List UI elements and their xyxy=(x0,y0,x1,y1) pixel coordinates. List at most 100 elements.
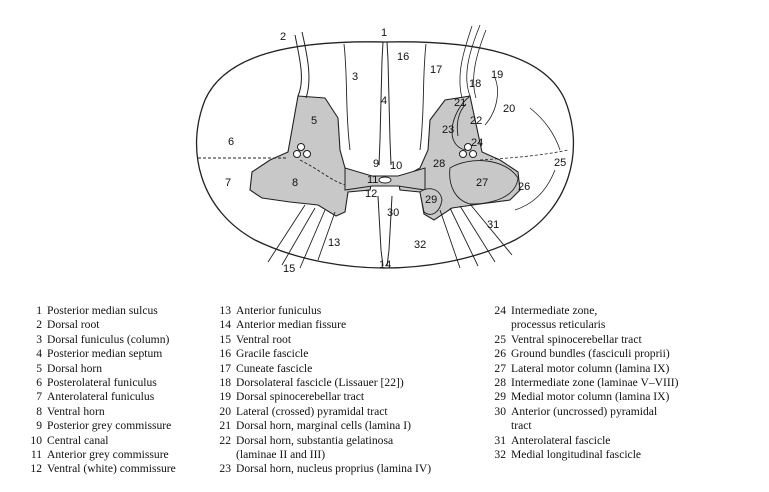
label-7: 7 xyxy=(225,177,231,189)
legend-item-number: 28 xyxy=(494,376,506,390)
nucleus-left-c xyxy=(303,150,311,158)
legend-item-text: Ground bundles (fasciculi proprii) xyxy=(511,347,670,361)
legend-item-text: Medial motor column (lamina IX) xyxy=(511,390,670,404)
legend-item-text: Dorsolateral fascicle (Lissauer [22]) xyxy=(236,376,404,390)
label-13: 13 xyxy=(328,237,340,249)
legend-item: 17 Cuneate fascicle xyxy=(213,362,431,376)
spinal-cord-outline xyxy=(195,41,575,269)
legend-item-number: 31 xyxy=(494,433,506,447)
legend-item: 24 Intermediate zone, processus reticular… xyxy=(488,304,679,333)
label-30: 30 xyxy=(387,207,399,219)
posterior-median-septum xyxy=(378,41,392,166)
label-21: 21 xyxy=(454,97,466,109)
legend-item-number: 7 xyxy=(36,390,42,404)
ventral-root-right xyxy=(439,203,513,269)
grey-matter-left xyxy=(249,95,373,217)
label-12: 12 xyxy=(365,188,377,200)
label-15: 15 xyxy=(283,263,295,275)
legend-item-number: 20 xyxy=(219,404,231,418)
label-17: 17 xyxy=(430,64,442,76)
legend-item-text: Dorsal horn, marginal cells (lamina I) xyxy=(236,419,411,433)
legend-item-text: Medial longitudinal fascicle xyxy=(511,448,642,462)
legend-item-number: 32 xyxy=(494,448,506,462)
legend-item-number: 10 xyxy=(30,433,42,447)
nucleus-right-a xyxy=(464,143,472,151)
label-24: 24 xyxy=(471,137,483,149)
legend-item-number: 17 xyxy=(219,361,231,375)
legend-item-text: Dorsal root xyxy=(47,318,100,332)
legend-item: 26 Ground bundles (fasciculi proprii) xyxy=(488,347,679,361)
label-14: 14 xyxy=(379,259,391,271)
label-22: 22 xyxy=(470,115,482,127)
legend-item-number: 18 xyxy=(219,376,231,390)
legend-item-number: 21 xyxy=(219,419,231,433)
legend-item-text: Lateral (crossed) pyramidal tract xyxy=(236,404,388,418)
label-4: 4 xyxy=(381,95,387,107)
label-20: 20 xyxy=(503,103,515,115)
legend-item-number: 11 xyxy=(30,448,42,462)
legend-item-text: Central canal xyxy=(47,433,109,447)
legend-item-text: Dorsal spinocerebellar tract xyxy=(236,390,365,404)
legend-item-number: 16 xyxy=(219,347,231,361)
legend-item-text: Anterior (uncrossed) pyramidal tract xyxy=(511,404,658,433)
legend-item-number: 13 xyxy=(219,304,231,317)
legend-item-text: Dorsal horn xyxy=(47,361,103,375)
dorsal-root-left xyxy=(294,31,310,99)
label-16: 16 xyxy=(397,51,409,63)
nucleus-right-c xyxy=(469,150,477,158)
legend-item-number: 24 xyxy=(494,304,506,317)
label-18: 18 xyxy=(469,78,481,90)
left-funiculus-dashed-boundary xyxy=(198,157,346,186)
legend-item-number: 29 xyxy=(494,390,506,404)
label-32: 32 xyxy=(414,239,426,251)
label-2: 2 xyxy=(280,31,286,43)
nucleus-left-b xyxy=(293,150,301,158)
legend-item-text: Anterior funiculus xyxy=(236,304,322,317)
right-lateral-motor-column xyxy=(449,160,519,205)
legend-item-number: 4 xyxy=(36,347,42,361)
legend-item-number: 12 xyxy=(30,462,42,476)
legend-item: 20 Lateral (crossed) pyramidal tract xyxy=(213,405,431,419)
legend-item-number: 15 xyxy=(219,332,231,346)
legend-item-text: Dorsal horn, nucleus proprius (lamina IV… xyxy=(236,462,432,476)
label-6: 6 xyxy=(228,136,234,148)
ventral-root-left xyxy=(267,204,336,269)
label-11: 11 xyxy=(367,174,378,186)
nucleus-left-a xyxy=(297,143,305,151)
legend-item-text: Intermediate zone, processus reticularis xyxy=(511,304,606,332)
label-10: 10 xyxy=(390,160,402,172)
legend-item: 32 Medial longitudinal fascicle xyxy=(488,448,679,462)
legend-item-number: 26 xyxy=(494,347,506,361)
legend-item-number: 3 xyxy=(36,332,42,346)
gracile-cuneate-boundary-left xyxy=(343,43,351,151)
legend-item-text: Cuneate fascicle xyxy=(236,361,313,375)
legend-item: 10 Central canal xyxy=(24,434,176,448)
legend-item-text: Posterolateral funiculus xyxy=(47,376,157,390)
legend-item: 21 Dorsal horn, marginal cells (lamina I) xyxy=(213,419,431,433)
legend-item-number: 22 xyxy=(219,433,231,447)
legend-item-text: Ventral spinocerebellar tract xyxy=(511,332,642,346)
label-26: 26 xyxy=(518,181,530,193)
label-29: 29 xyxy=(425,194,437,206)
legend-item-number: 9 xyxy=(36,419,42,433)
legend-item-text: Ventral (white) commissure xyxy=(47,462,176,476)
right-dorsal-horn-laminae xyxy=(451,95,471,151)
legend-item-text: Ventral root xyxy=(236,332,292,346)
